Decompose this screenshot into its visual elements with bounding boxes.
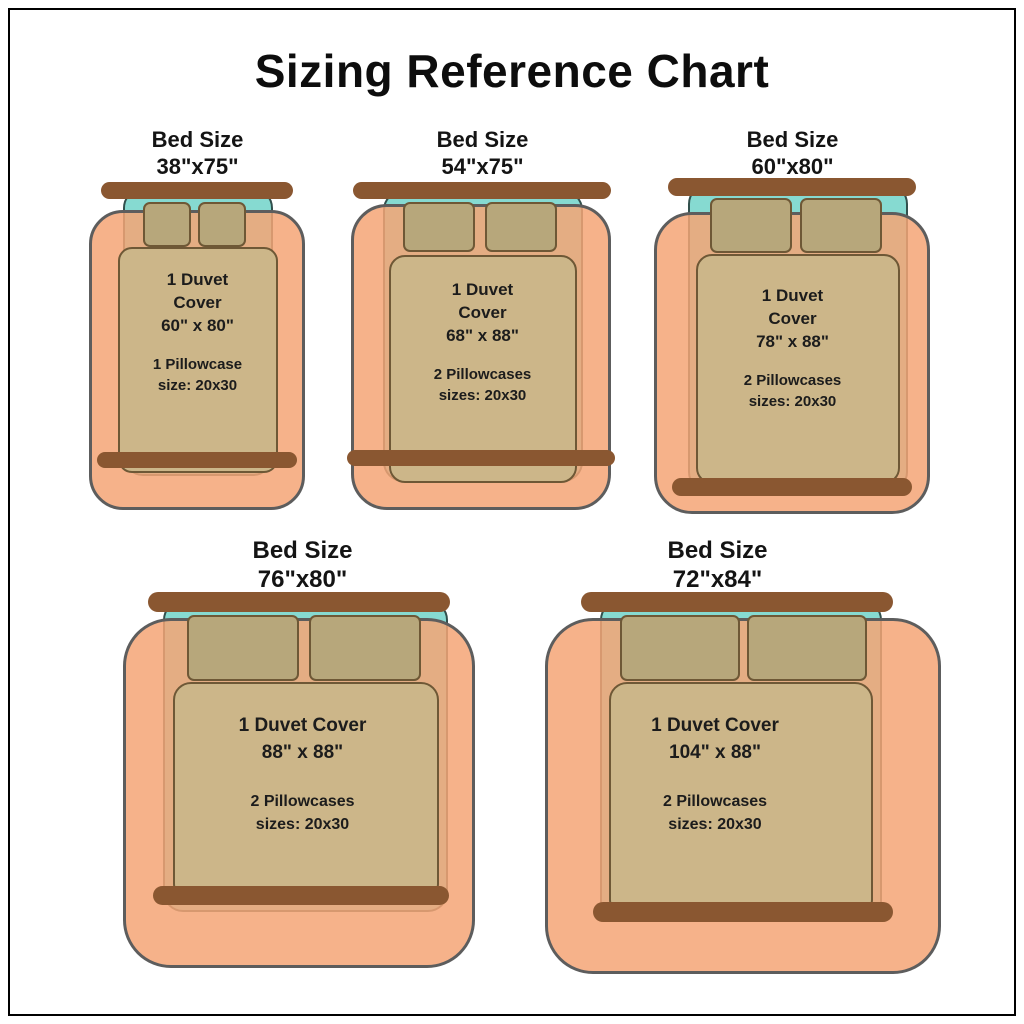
pillow <box>485 202 557 252</box>
pillow <box>403 202 475 252</box>
bed-size-title: Bed Size <box>151 127 244 152</box>
bed-size-title: Bed Size <box>667 537 768 564</box>
pillow <box>620 615 740 681</box>
pillowcase-size: sizes: 20x30 <box>748 393 837 410</box>
bed-size-value: 76"x80" <box>257 566 348 593</box>
pillowcase-label: 2 Pillowcases <box>433 366 532 383</box>
bed-info: 1 Duvet Cover 78" x 88" 2 Pillowcases si… <box>650 284 935 412</box>
headboard <box>101 182 293 199</box>
bed-info: 1 Duvet Cover 60" x 80" 1 Pillowcase siz… <box>85 268 310 396</box>
headboard <box>668 178 916 196</box>
blanket <box>389 255 577 483</box>
pillowcase-size: size: 20x30 <box>157 377 238 394</box>
bed-size-title: Bed Size <box>436 127 529 152</box>
bed-card-76x80: Bed Size 76"x80" 1 Duvet Cover 88" x 88"… <box>115 530 490 990</box>
bed-info: 1 Duvet Cover 104" x 88" 2 Pillowcases s… <box>535 712 895 836</box>
bed-card-60x80: Bed Size 60"x80" 1 Duvet Cover 78" x 88"… <box>650 120 935 525</box>
pillowcase-size: sizes: 20x30 <box>255 816 350 833</box>
duvet-size: 88" x 88" <box>261 742 344 763</box>
footboard <box>593 902 893 922</box>
blanket <box>173 682 439 902</box>
blanket <box>696 254 900 484</box>
page-title: Sizing Reference Chart <box>254 45 770 97</box>
pillow <box>800 198 882 253</box>
duvet-size: 78" x 88" <box>756 332 829 351</box>
pillowcase-label: 2 Pillowcases <box>662 793 768 810</box>
bed-size-label: Bed Size 54"x75" <box>345 126 620 180</box>
duvet-size: 68" x 88" <box>446 326 519 345</box>
pillowcase-label: 1 Pillowcase <box>152 356 243 373</box>
pillowcase-size: sizes: 20x30 <box>668 816 762 833</box>
duvet-label: 1 Duvet Cover <box>238 715 367 736</box>
pillow <box>187 615 299 681</box>
footboard <box>347 450 615 466</box>
bed-info: 1 Duvet Cover 68" x 88" 2 Pillowcases si… <box>345 278 620 406</box>
bed-size-label: Bed Size 72"x84" <box>535 536 900 594</box>
bed-size-label: Bed Size 76"x80" <box>115 536 490 594</box>
bed-size-title: Bed Size <box>746 127 839 152</box>
footboard <box>97 452 297 468</box>
bed-info: 1 Duvet Cover 88" x 88" 2 Pillowcases si… <box>115 712 490 836</box>
footboard <box>672 478 912 496</box>
bed-card-38x75: Bed Size 38"x75" 1 Duvet Cover 60" x 80"… <box>85 120 310 520</box>
footboard <box>153 886 449 905</box>
headboard <box>148 592 450 612</box>
duvet-label: 1 Duvet Cover <box>166 270 229 312</box>
blanket <box>118 247 278 473</box>
duvet-size: 104" x 88" <box>669 742 761 763</box>
bed-size-title: Bed Size <box>252 537 353 564</box>
duvet-size: 60" x 80" <box>161 316 234 335</box>
bed-size-value: 72"x84" <box>672 566 763 593</box>
bed-size-label: Bed Size 38"x75" <box>85 126 310 180</box>
bed-card-54x75: Bed Size 54"x75" 1 Duvet Cover 68" x 88"… <box>345 120 620 520</box>
duvet-label: 1 Duvet Cover <box>651 715 779 736</box>
duvet-label: 1 Duvet Cover <box>451 280 514 322</box>
pillowcase-size: sizes: 20x30 <box>438 387 527 404</box>
bed-size-label: Bed Size 60"x80" <box>650 126 935 180</box>
blanket <box>609 682 873 918</box>
pillow <box>309 615 421 681</box>
bed-card-72x84: Bed Size 72"x84" 1 Duvet Cover 104" x 88… <box>535 530 950 1000</box>
duvet-label: 1 Duvet Cover <box>761 286 824 328</box>
headboard <box>353 182 611 199</box>
headboard <box>581 592 893 612</box>
pillowcase-label: 2 Pillowcases <box>743 372 842 389</box>
pillow <box>198 202 246 247</box>
pillow <box>747 615 867 681</box>
bed-size-value: 54"x75" <box>441 154 524 179</box>
pillowcase-label: 2 Pillowcases <box>250 793 355 810</box>
bed-size-value: 60"x80" <box>751 154 834 179</box>
bed-size-value: 38"x75" <box>156 154 239 179</box>
pillow <box>710 198 792 253</box>
pillow <box>143 202 191 247</box>
